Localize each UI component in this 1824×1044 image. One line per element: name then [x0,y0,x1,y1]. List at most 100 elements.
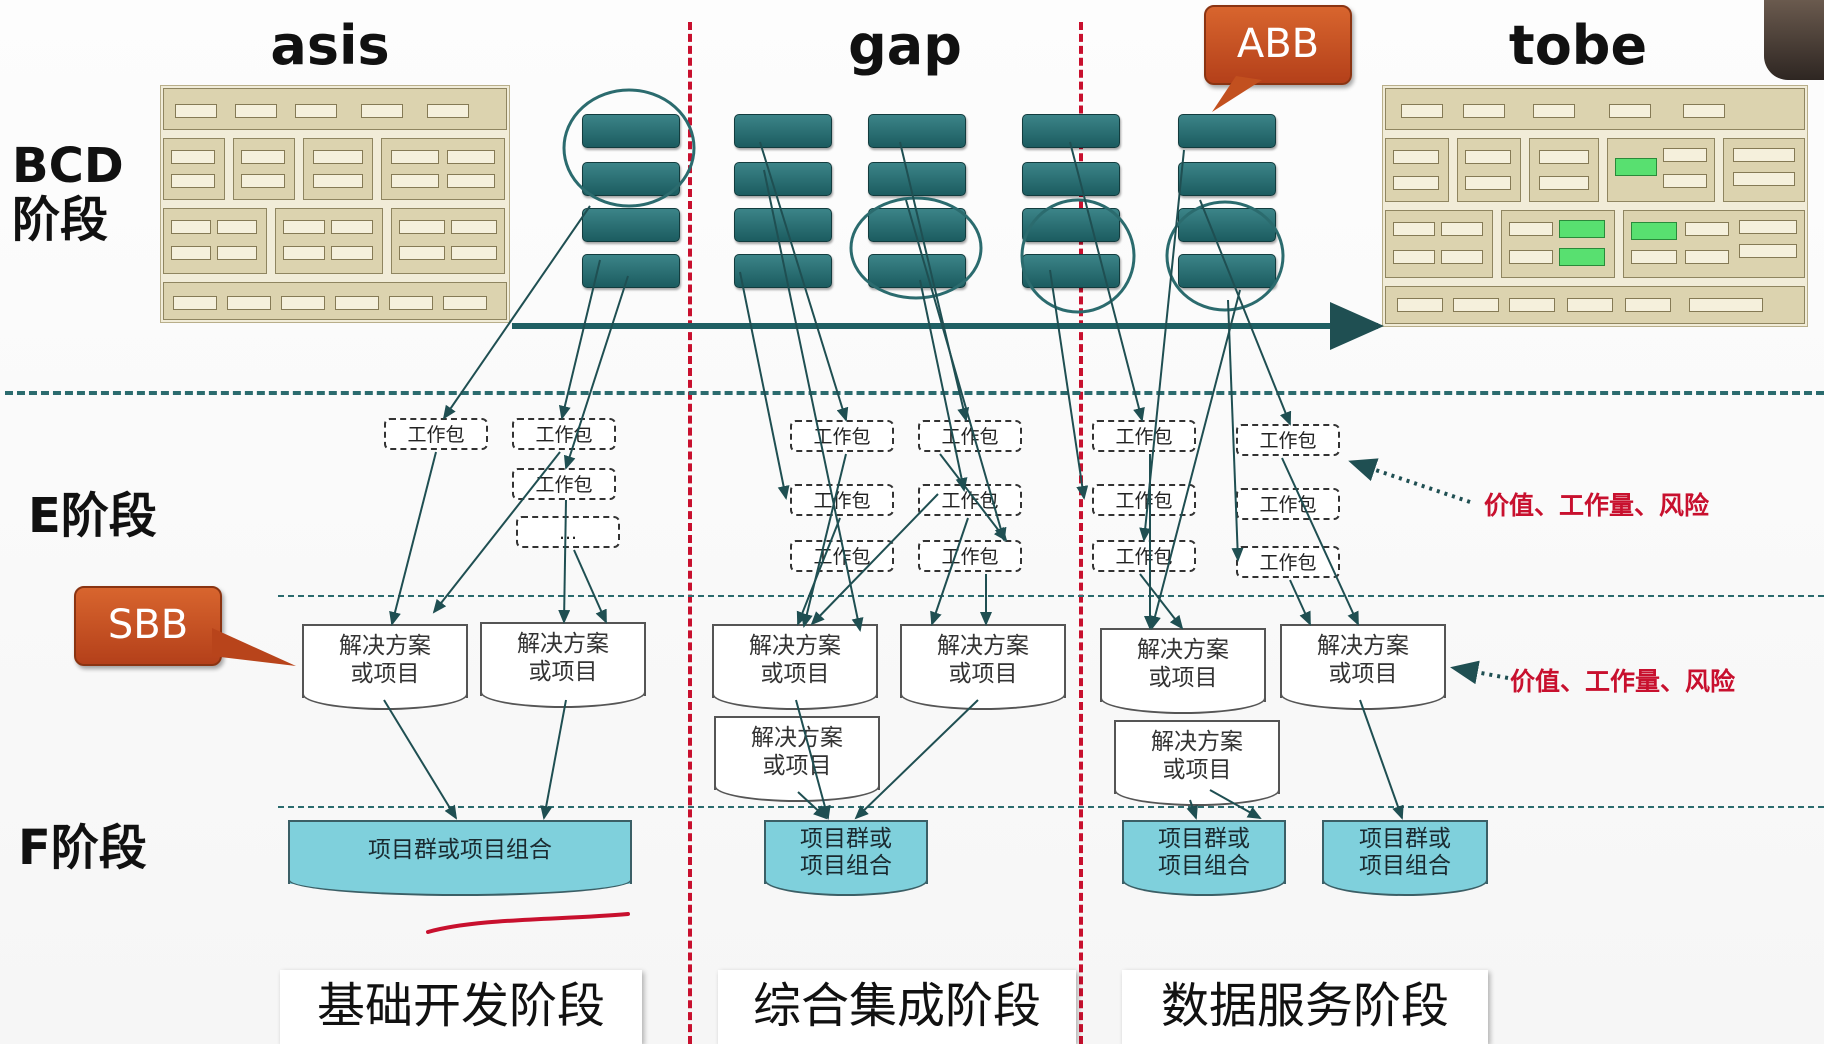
model-block [1385,88,1805,130]
program-label-line2: 项目组合 [1359,853,1451,879]
work-package: 工作包 [1236,546,1340,578]
model-cell [173,296,217,310]
model-cell [241,174,285,188]
program-label-line1: 项目群或 [800,826,892,852]
model-cell [1509,250,1553,264]
solution-label-line1: 解决方案 [749,633,841,659]
column-header-tobe: tobe [1508,14,1648,77]
solution-label-line1: 解决方案 [517,631,609,657]
program-label-line2: 项目组合 [1158,853,1250,879]
phase-label-bcd-line2: 阶段 [12,191,109,248]
building-block-bar [868,254,966,288]
program-label-line1: 项目群或 [1158,826,1250,852]
model-cell-highlighted [1615,158,1657,176]
stage-label-integration: 综合集成阶段 [718,970,1076,1044]
abb-callout: ABB [1204,5,1352,85]
model-cell [1397,298,1443,312]
model-cell [389,296,433,310]
column-divider-2 [1079,22,1083,1044]
model-block [1457,138,1521,202]
tobe-capability-model [1382,85,1808,327]
program-portfolio-box: 项目群或 项目组合 [1122,820,1286,896]
model-cell [451,220,497,234]
model-cell [1739,220,1797,234]
work-package: 工作包 [918,484,1022,516]
solution-label-line1: 解决方案 [751,725,843,751]
model-block [275,208,383,274]
solution-box: 解决方案 或项目 [480,622,646,708]
model-cell [1441,250,1483,264]
solution-label-line1: 解决方案 [339,633,431,659]
model-cell [1663,148,1707,162]
section-separator-e-solutions [278,595,1824,597]
model-cell [313,150,363,164]
model-cell [361,104,403,118]
model-cell [427,104,469,118]
model-cell [1739,244,1797,258]
solution-box: 解决方案 或项目 [714,716,880,802]
sbb-callout: SBB [74,586,222,666]
building-block-bar [582,162,680,196]
model-cell [1689,298,1763,312]
solution-label-line2: 或项目 [350,661,420,687]
building-block-bar [868,162,966,196]
section-separator-bcd-e [5,391,1824,395]
solution-label-line1: 解决方案 [937,633,1029,659]
model-cell [1625,298,1671,312]
note-pointer [1348,458,1471,504]
building-block-bar [734,162,832,196]
phase-label-e: E阶段 [28,488,157,544]
model-cell [175,104,217,118]
stage-label-data-service: 数据服务阶段 [1122,970,1488,1044]
model-cell [295,104,337,118]
model-cell [171,246,211,260]
program-portfolio-box: 项目群或 项目组合 [1322,820,1488,896]
solution-label-line2: 或项目 [948,661,1018,687]
work-package: 工作包 [384,418,488,450]
solution-label-line2: 或项目 [762,753,832,779]
note-pointer [1450,660,1509,685]
column-header-gap: gap [848,14,962,77]
model-cell [1393,250,1435,264]
program-label-line2: 项目组合 [800,853,892,879]
connector-arrows [389,451,1359,630]
column-header-asis: asis [270,14,390,77]
model-cell [1453,298,1499,312]
model-cell [1441,222,1483,236]
phase-label-bcd-line1: BCD [12,138,124,194]
model-cell [1539,176,1589,190]
model-block [391,208,505,274]
model-cell-highlighted [1631,222,1677,240]
model-cell [1393,176,1439,190]
abb-callout-tail [1212,76,1262,112]
model-cell [1393,222,1435,236]
model-block [303,138,373,200]
highlight-circle [849,196,983,300]
model-cell [235,104,277,118]
asis-capability-model [160,85,510,323]
solution-label-line2: 或项目 [1162,757,1232,783]
model-block [381,138,505,200]
highlight-circle [1165,200,1285,312]
model-cell [1631,250,1677,264]
model-block [1385,138,1449,202]
model-cell-highlighted [1559,248,1605,266]
solution-box: 解决方案 或项目 [1114,720,1280,806]
model-cell [447,174,495,188]
connector-arrows [442,141,1292,632]
building-block-bar [1022,208,1120,242]
program-portfolio-box: 项目群或项目组合 [288,820,632,896]
model-cell [227,296,271,310]
phase-label-f: F阶段 [18,820,147,876]
program-label-line1: 项目群或 [1359,826,1451,852]
model-cell [281,296,325,310]
program-portfolio-box: 项目群或 项目组合 [764,820,928,896]
building-block-bar [1022,162,1120,196]
model-cell [171,174,215,188]
model-cell [1393,150,1439,164]
model-cell [391,150,439,164]
model-cell [1567,298,1613,312]
sbb-callout-tail [212,628,296,666]
model-cell [1609,104,1651,118]
